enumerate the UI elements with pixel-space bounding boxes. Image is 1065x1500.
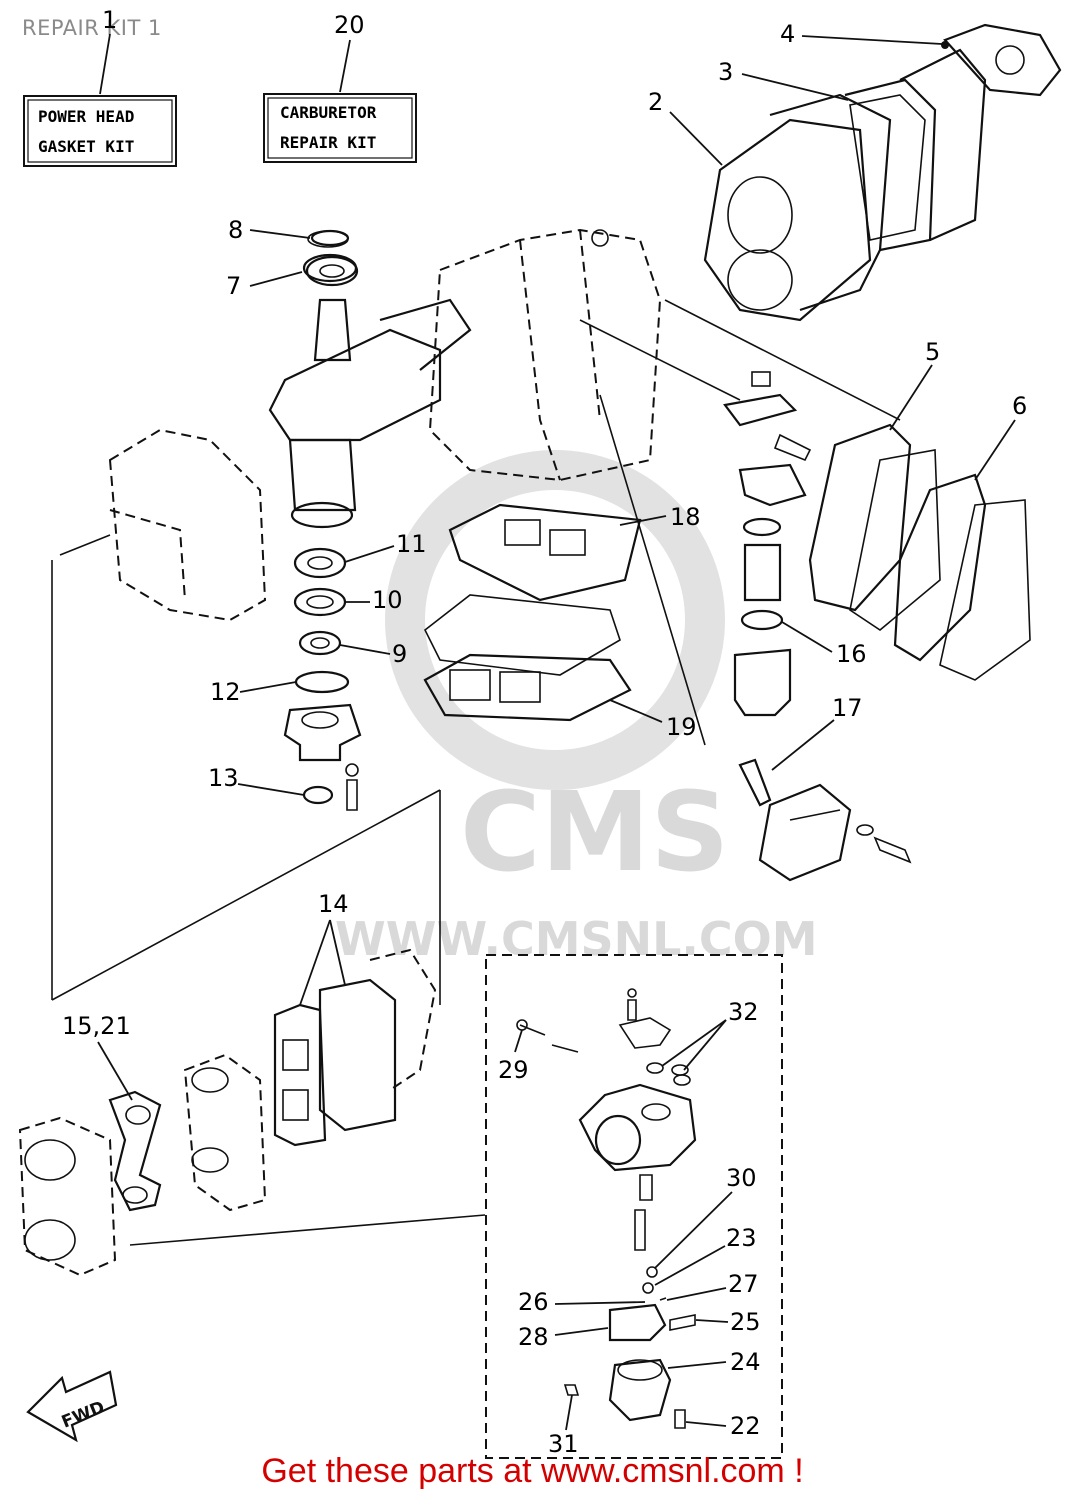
cylinder-head-assembly bbox=[703, 23, 1062, 322]
o-ring-8 bbox=[310, 229, 350, 247]
callout-1[interactable]: 1 bbox=[102, 6, 117, 34]
callout-28[interactable]: 28 bbox=[518, 1323, 549, 1351]
watermark: CMS WWW.CMSNL.COM bbox=[335, 450, 818, 966]
kit-1-line1: POWER HEAD bbox=[38, 107, 134, 126]
callout-11[interactable]: 11 bbox=[396, 530, 427, 558]
kit-20-line1: CARBURETOR bbox=[280, 103, 377, 122]
footer-link[interactable]: Get these parts at www.cmsnl.com ! bbox=[261, 1452, 804, 1490]
callout-18[interactable]: 18 bbox=[670, 503, 701, 531]
exhaust-cover-left bbox=[51, 428, 441, 1005]
callout-30[interactable]: 30 bbox=[726, 1164, 757, 1192]
callout-20[interactable]: 20 bbox=[334, 11, 365, 39]
callout-24[interactable]: 24 bbox=[730, 1348, 761, 1376]
gasket-5-6 bbox=[808, 423, 1031, 681]
page-title: REPAIR KIT 1 bbox=[22, 16, 162, 40]
callout-2[interactable]: 2 bbox=[648, 88, 663, 116]
callout-31[interactable]: 31 bbox=[548, 1430, 579, 1458]
kit-box-carburetor[interactable]: CARBURETOR REPAIR KIT bbox=[263, 93, 417, 163]
carburetor-detail-box bbox=[485, 954, 783, 1459]
fuel-pump-assembly bbox=[579, 299, 901, 746]
callout-26[interactable]: 26 bbox=[518, 1288, 549, 1316]
watermark-brand: CMS bbox=[460, 768, 729, 896]
callout-8[interactable]: 8 bbox=[228, 216, 243, 244]
callout-4[interactable]: 4 bbox=[780, 20, 795, 48]
crankshaft-assembly bbox=[268, 230, 472, 529]
fuel-pump-17 bbox=[738, 758, 912, 882]
callout-27[interactable]: 27 bbox=[728, 1270, 759, 1298]
kit-1-line2: GASKET KIT bbox=[38, 137, 134, 156]
callout-15-21[interactable]: 15,21 bbox=[62, 1012, 131, 1040]
kit-box-power-head[interactable]: POWER HEAD GASKET KIT bbox=[23, 95, 177, 167]
intake-manifold-15-21 bbox=[18, 1053, 486, 1277]
callout-17[interactable]: 17 bbox=[832, 694, 863, 722]
callout-10[interactable]: 10 bbox=[372, 586, 403, 614]
kit-20-line2: REPAIR KIT bbox=[280, 133, 376, 152]
callout-6[interactable]: 6 bbox=[1012, 392, 1027, 420]
callout-7[interactable]: 7 bbox=[226, 272, 241, 300]
exhaust-plate-14 bbox=[273, 948, 437, 1147]
gasket-18-19 bbox=[423, 503, 642, 722]
callout-32[interactable]: 32 bbox=[728, 998, 759, 1026]
watermark-emblem bbox=[385, 450, 725, 790]
callout-13[interactable]: 13 bbox=[208, 764, 239, 792]
crankcase-block bbox=[428, 228, 662, 482]
callout-29[interactable]: 29 bbox=[498, 1056, 529, 1084]
callout-16[interactable]: 16 bbox=[836, 640, 867, 668]
watermark-url: WWW.CMSNL.COM bbox=[335, 912, 818, 966]
callout-5[interactable]: 5 bbox=[925, 338, 940, 366]
callout-23[interactable]: 23 bbox=[726, 1224, 757, 1252]
callout-14[interactable]: 14 bbox=[318, 890, 349, 918]
callout-22[interactable]: 22 bbox=[730, 1412, 761, 1440]
callout-25[interactable]: 25 bbox=[730, 1308, 761, 1336]
fwd-arrow-icon: FWD bbox=[26, 1370, 118, 1443]
callout-12[interactable]: 12 bbox=[210, 678, 241, 706]
callout-9[interactable]: 9 bbox=[392, 640, 407, 668]
callout-19[interactable]: 19 bbox=[666, 713, 697, 741]
fwd-label: FWD bbox=[59, 1397, 108, 1432]
callout-3[interactable]: 3 bbox=[718, 58, 733, 86]
